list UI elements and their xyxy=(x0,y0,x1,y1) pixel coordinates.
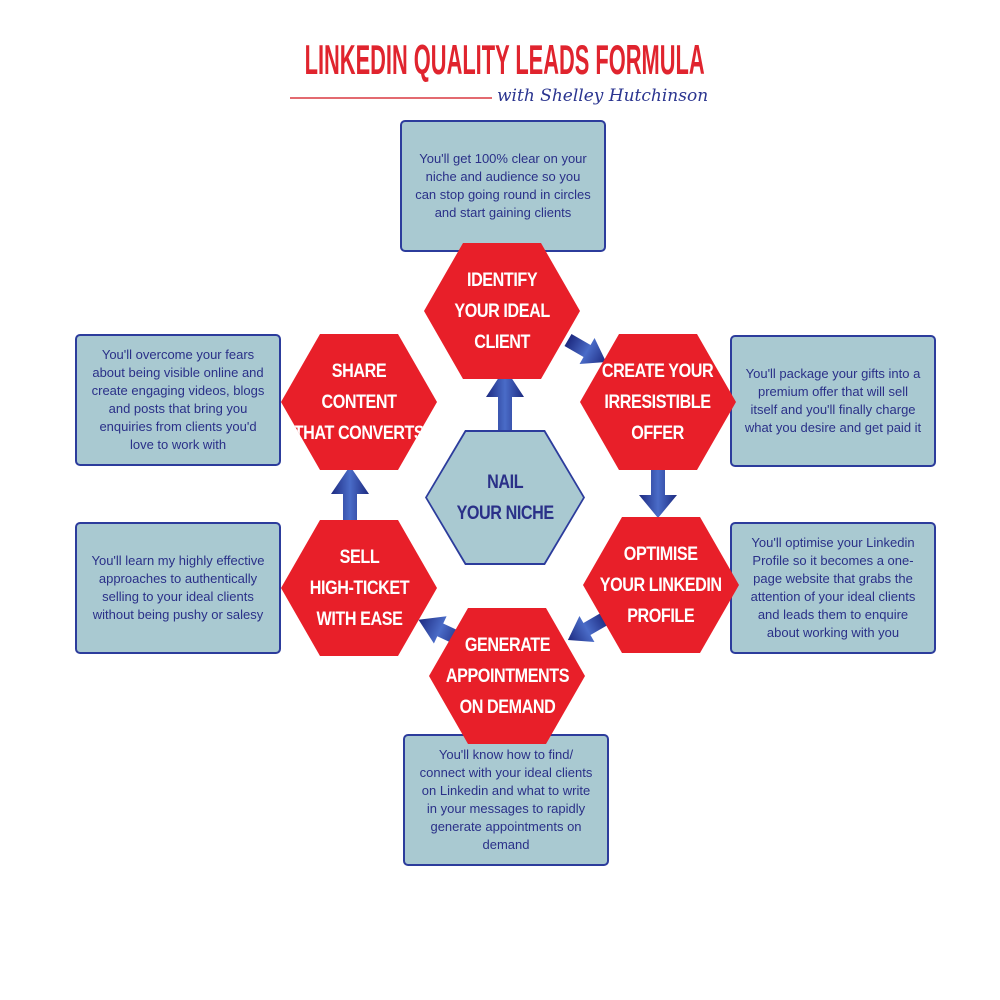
step-label: SELL HIGH-TICKET WITH EASE xyxy=(309,546,409,630)
step-generate: GENERATE APPOINTMENTS ON DEMAND xyxy=(429,608,585,744)
step-sell: SELL HIGH-TICKET WITH EASE xyxy=(281,520,437,656)
arrow-sell-to-share xyxy=(331,466,369,522)
arrow-nail-to-identify xyxy=(486,368,524,430)
description-share: You'll overcome your fears about being v… xyxy=(75,334,281,466)
description-sell: You'll learn my highly effective approac… xyxy=(75,522,281,654)
title-underline xyxy=(290,97,492,99)
description-generate: You'll know how to find/ connect with yo… xyxy=(403,734,609,866)
step-label: GENERATE APPOINTMENTS ON DEMAND xyxy=(445,634,569,718)
title: LINKEDIN QUALITY LEADS FORMULA xyxy=(290,38,720,82)
description-create-offer: You'll package your gifts into a premium… xyxy=(730,335,936,467)
arrow-create-to-optimise xyxy=(639,470,677,518)
step-label: IDENTIFY YOUR IDEAL CLIENT xyxy=(454,269,550,353)
center-label: NAIL YOUR NICHE xyxy=(456,471,554,524)
arrow-identify-to-create xyxy=(564,333,607,364)
subtitle: with Shelley Hutchinson xyxy=(497,86,709,106)
step-optimise: OPTIMISE YOUR LINKEDIN PROFILE xyxy=(583,517,739,653)
arrow-optimise-to-generate xyxy=(567,611,610,642)
step-label: CREATE YOUR IRRESISTIBLE OFFER xyxy=(602,360,714,444)
title-text: LINKEDIN QUALITY LEADS FORMULA xyxy=(305,36,705,83)
description-optimise: You'll optimise your Linkedin Profile so… xyxy=(730,522,936,654)
step-label: OPTIMISE YOUR LINKEDIN PROFILE xyxy=(600,543,722,627)
description-identify: You'll get 100% clear on your niche and … xyxy=(400,120,606,252)
step-label: SHARE CONTENT THAT CONVERTS xyxy=(293,360,425,444)
